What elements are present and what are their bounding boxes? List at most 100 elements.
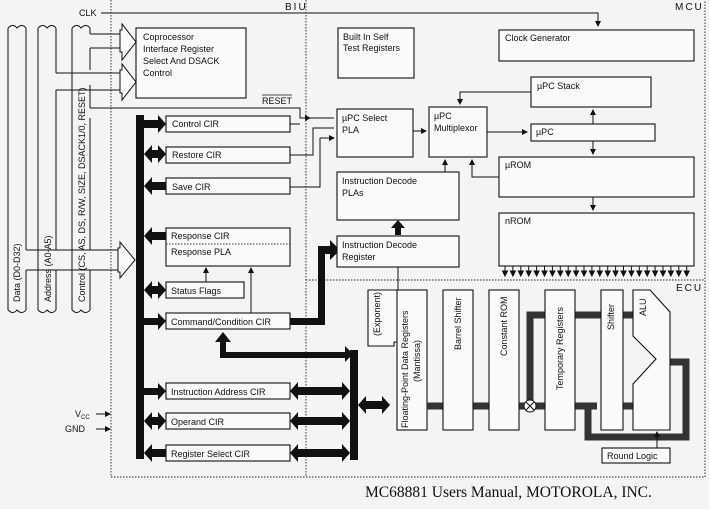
operand-cir: Operand CIR [144,412,350,430]
svg-text:Instruction Address CIR: Instruction Address CIR [171,387,266,397]
address-bus-label: Address (A0-A5) [43,235,53,302]
nrom-output-arrow [635,266,643,278]
register-select-cir: Register Select CIR [144,444,350,462]
upc-multiplexor-block: µPC Multiplexor [428,106,488,158]
shifter-block: Shifter [600,289,624,431]
svg-text:Response CIR: Response CIR [171,231,230,241]
svg-text:µPC: µPC [434,111,452,121]
nrom-output-arrow [525,266,533,278]
svg-text:Restore CIR: Restore CIR [172,150,222,160]
save-cir: Save CIR [144,177,291,195]
ecu-to-command-bus [215,332,353,362]
internal-biu-bus [136,115,144,459]
external-bus-control: Control (CS, AS, DS, R/W, SIZE, DSACK1/0… [71,25,91,313]
nrom-output-arrow [509,266,517,278]
svg-text:PLA: PLA [342,125,359,135]
svg-text:Operand CIR: Operand CIR [171,417,225,427]
biu-ecu-bus [350,350,358,460]
reset-signal-label: RESET [262,96,293,106]
svg-text:Test Registers: Test Registers [343,43,401,53]
command-condition-cir: Command/Condition CIR [144,312,291,330]
nrom-output-arrow [501,266,509,278]
data-bus-label: Data (D0-D32) [12,243,22,302]
control-cir: Control CIR [144,115,291,133]
svg-text:Floating-Point Data Registers: Floating-Point Data Registers [400,310,410,428]
nrom-output-arrows [501,266,691,278]
svg-text:Round Logic: Round Logic [607,451,658,461]
round-logic-block: Round Logic [601,447,671,464]
clk-line [101,12,601,27]
svg-text:Instruction Decode: Instruction Decode [342,240,417,250]
cir-to-pla-lines [290,123,321,188]
nrom-output-arrow [683,266,691,278]
chip-boundary [110,0,706,478]
nrom-output-arrow [628,266,635,278]
bus-taps-bottom [26,249,120,271]
nrom-output-arrow [612,266,619,278]
svg-text:Register Select CIR: Register Select CIR [171,449,251,459]
region-label-biu: BIU [285,2,308,13]
svg-text:Register: Register [342,252,376,262]
upc-select-pla-block: µPC Select PLA [336,108,414,158]
fp-data-registers-block: Floating-Point Data Registers (Mantissa) [396,289,428,431]
pla-inputs [300,117,334,138]
svg-text:Temporary Registers: Temporary Registers [555,306,565,390]
coprocessor-interface-label-1: Coprocessor [143,32,194,42]
bist-block: Built In Self Test Registers [337,27,415,79]
bus-arrow-bottom [117,240,136,280]
restore-cir: Restore CIR [144,145,291,164]
nrom-output-arrow [651,266,659,278]
control-bus-label: Control (CS, AS, DS, R/W, SIZE, DSACK1/0… [77,87,87,302]
external-bus-address: Address (A0-A5) [37,25,57,313]
clk-signal-label: CLK [79,8,97,18]
stack-to-mux [457,91,531,105]
svg-text:ALU: ALU [638,298,648,316]
register-to-plas-arrow [391,220,405,235]
svg-text:Multiplexor: Multiplexor [434,123,478,133]
svg-text:Status Flags: Status Flags [171,286,222,296]
nrom-output-arrow [533,266,540,278]
instruction-address-cir: Instruction Address CIR [144,382,350,400]
nrom-block: nROM [498,212,695,267]
svg-text:µPC: µPC [536,127,554,137]
svg-text:Response PLA: Response PLA [171,247,231,257]
upc-stack-block: µPC Stack [530,76,652,108]
coprocessor-interface-label-3: Select And DSACK [143,56,220,66]
coprocessor-interface-label-4: Control [143,68,172,78]
nrom-output-arrow [667,266,675,278]
svg-text:Instruction Decode: Instruction Decode [342,176,417,186]
svg-text:µROM: µROM [505,160,531,170]
alu-block: ALU [632,289,671,431]
external-bus-data: Data (D0-D32) [7,25,27,313]
nrom-output-arrow [675,266,683,278]
temporary-registers-block: Temporary Registers [544,289,576,431]
svg-text:(Exponent): (Exponent) [372,292,382,336]
nrom-output-arrow [541,266,548,278]
upc-block: µPC [530,123,656,142]
coprocessor-interface-block [135,27,247,99]
nrom-output-arrow [549,266,556,278]
coprocessor-interface-label-2: Interface Register [143,44,214,54]
svg-text:PLAs: PLAs [342,188,364,198]
barrel-shifter-block: Barrel Shifter [442,289,474,431]
region-label-ecu: ECU [676,283,703,294]
region-boundaries [110,0,706,478]
svg-text:Built In Self: Built In Self [343,32,389,42]
exponent-block: (Exponent) [367,289,399,347]
svg-text:nROM: nROM [505,216,531,226]
bus-arrow-top-2 [119,62,137,102]
nrom-output-arrow [580,266,588,278]
bus-to-fp-registers [358,396,390,414]
svg-text:Clock Generator: Clock Generator [505,33,571,43]
svg-text:Constant ROM: Constant ROM [499,296,509,356]
ecu-datapath-loop [584,358,690,441]
gnd-label: GND [65,424,86,434]
svg-text:µPC Stack: µPC Stack [537,81,580,91]
svg-text:Save CIR: Save CIR [172,182,211,192]
svg-text:Control CIR: Control CIR [172,119,220,129]
figure-caption: MC68881 Users Manual, MOTOROLA, INC. [365,484,652,501]
nrom-output-arrow [604,266,612,278]
bus-arrow-top-1 [119,22,137,62]
nrom-output-arrow [556,266,564,278]
